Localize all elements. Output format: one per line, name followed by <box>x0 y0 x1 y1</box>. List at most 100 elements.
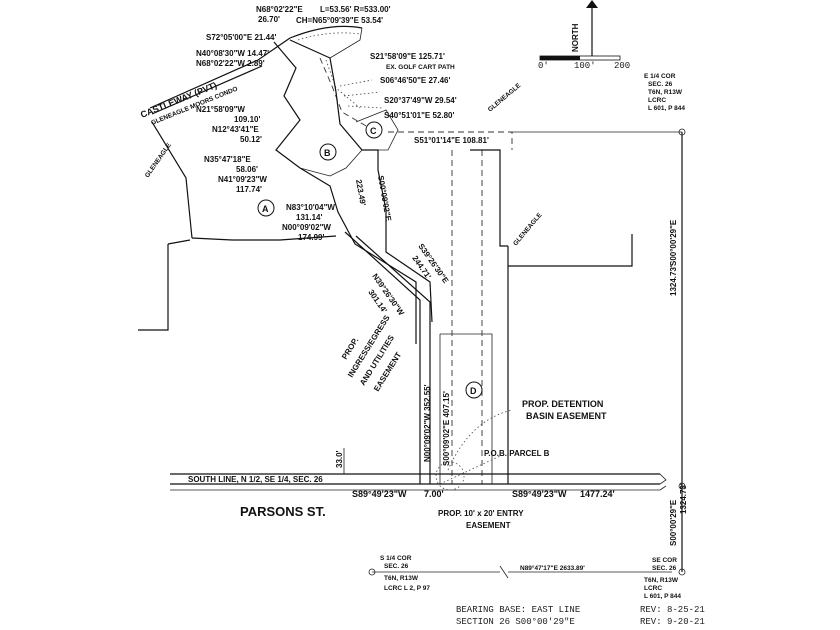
castleway-row-line-2 <box>151 65 263 115</box>
course-s00-dist: 223.49' <box>354 179 367 207</box>
detention-label-1: PROP. DETENTION <box>522 399 603 409</box>
course-s40: S40°51'01"E 52.80' <box>384 111 455 120</box>
castleway-row-line <box>149 37 291 109</box>
easement-west-line <box>344 231 421 484</box>
entry-label-2: EASEMENT <box>466 521 511 530</box>
rev-1: REV: 8-25-21 <box>640 605 705 615</box>
dim-33: 33.0' <box>335 450 344 468</box>
scale-tick-200: 200 <box>614 61 630 71</box>
s89-b-bearing: S89°49'23"W <box>512 489 567 499</box>
east-dist-1b: 1324.73' <box>669 265 678 296</box>
se-corner-marker <box>678 568 686 576</box>
south-line-label: SOUTH LINE, N 1/2, SE 1/4, SEC. 26 <box>188 475 323 484</box>
course-s21: S21°58'09"E 125.71' <box>370 52 445 61</box>
course-n00b: N00°09'02"W 352.55' <box>423 384 432 462</box>
parcel-a-tag: A <box>257 199 275 217</box>
s89-b-dist: 1477.24' <box>580 489 615 499</box>
course-n12-dist: 50.12' <box>240 135 262 144</box>
bearing-base-line-1: BEARING BASE: EAST LINE <box>456 605 580 615</box>
s14-corner-label: S 1/4 COR SEC. 26 T6N, R13W LCRC L 2, P … <box>380 555 430 592</box>
easement-centerline <box>355 235 431 484</box>
corner-text: T6N, R13W <box>648 89 683 96</box>
pob-label: P.O.B. PARCEL B <box>484 449 550 458</box>
lot-line-west <box>138 244 169 331</box>
course-s72: S72°05'00"E 21.44' <box>206 33 277 42</box>
parcel-c-tag: C <box>365 121 383 139</box>
curve-segment: 26.70' <box>258 15 280 24</box>
scale-tick-0: 0' <box>538 61 549 71</box>
course-n00-bearing: N00°09'02"W <box>282 223 331 232</box>
north-arrow: NORTH <box>571 0 598 56</box>
course-s20: S20°37'49"W 29.54' <box>384 96 457 105</box>
parcel-a-west-boundary <box>151 121 193 239</box>
corner-text: L 601, P 844 <box>644 593 681 600</box>
course-n00-dist: 174.99' <box>298 233 324 242</box>
s89-a-dist: 7.00' <box>424 489 444 499</box>
break-mark <box>659 473 667 491</box>
parcel-c-boundary <box>355 109 399 151</box>
entry-label-1: PROP. 10' x 20' ENTRY <box>438 509 524 518</box>
east-bearing-2: S00°00'29"E <box>669 499 678 546</box>
detention-arc <box>447 409 513 471</box>
detention-basin-box <box>440 333 493 484</box>
bearing-base-line-2: SECTION 26 S00°00'29"E <box>456 617 575 627</box>
curve-arc <box>289 25 363 39</box>
course-n21-dist: 109.10' <box>234 115 260 124</box>
gleneagle-east-boundary <box>470 149 508 247</box>
course-n83-bearing: N83°10'04"W <box>286 203 335 212</box>
course-n12-bearing: N12°43'41"E <box>212 125 259 134</box>
course-n41-bearing: N41°09'23"W <box>218 175 267 184</box>
golf-cart-path-label: EX. GOLF CART PATH <box>386 64 455 71</box>
scale-bar: 0' 100' 200 <box>538 55 630 71</box>
gleneagle-left-label: GLENEAGLE <box>144 141 173 179</box>
corner-text: E 1/4 COR <box>644 73 676 80</box>
corner-text: SEC. 26 <box>652 565 677 572</box>
east-bearing-1: S00°00'29"E <box>669 219 678 266</box>
corner-text: T6N, R13W <box>644 577 679 584</box>
parcel-a-south-boundary <box>191 235 337 241</box>
course-n21-bearing: N21°58'09"W <box>196 105 245 114</box>
course-n35-bearing: N35°47'18"E <box>204 155 251 164</box>
break-mark-2 <box>499 565 509 579</box>
rev-2: REV: 9-20-21 <box>640 617 705 627</box>
parcel-c-top <box>329 27 363 59</box>
curve-bearing: N68°02'22"E <box>256 5 303 14</box>
curve-chord <box>297 32 361 41</box>
course-s51: S51°01'14"E 108.81' <box>414 136 489 145</box>
course-n40: N40°08'30"W 14.47' <box>196 49 269 58</box>
parcel-d-letter: D <box>470 386 477 396</box>
s14-corner-marker <box>368 568 376 576</box>
north-label: NORTH <box>571 23 580 52</box>
bottom-bearing: N89°47'17"E 2633.89' <box>520 564 585 572</box>
curve-length-radius: L=53.56' R=533.00' <box>320 5 391 14</box>
s89-a-bearing: S89°49'23"W <box>352 489 407 499</box>
course-n41-dist: 117.74' <box>236 185 262 194</box>
corner-text: LCRC <box>648 97 666 104</box>
parcel-b-tag: B <box>319 143 337 161</box>
se-corner-label: SE COR SEC. 26 T6N, R13W LCRC L 601, P 8… <box>644 557 681 600</box>
parcel-a-letter: A <box>262 204 269 214</box>
corner-text: LCRC L 2, P 97 <box>384 585 430 592</box>
gleneagle-mid-label: GLENEAGLE <box>512 211 544 247</box>
east-dist-2: 1324.73' <box>679 483 688 514</box>
scale-tick-100: 100' <box>574 61 596 71</box>
hatch-lines <box>339 79 383 109</box>
curve-chord-label: CH=N65°09'39"E 53.54' <box>296 16 383 25</box>
course-n35-dist: 58.06' <box>236 165 258 174</box>
corner-text: LCRC <box>644 585 662 592</box>
corner-text: SEC. 26 <box>384 563 409 570</box>
se-corner-mark <box>678 482 686 490</box>
street-label: PARSONS ST. <box>240 504 326 519</box>
detention-label-2: BASIN EASEMENT <box>526 411 607 421</box>
parcel-b-letter: B <box>324 148 331 158</box>
e14-corner-marker <box>678 128 686 136</box>
detention-arc-2 <box>439 455 501 485</box>
pob-circle <box>435 461 465 491</box>
corner-text: S 1/4 COR <box>380 555 412 562</box>
parcel-c-letter: C <box>370 126 377 136</box>
corner-text: L 601, P 844 <box>648 105 685 112</box>
course-n83-dist: 131.14' <box>296 213 322 222</box>
course-s00c: S00°09'02"E 407.15' <box>442 391 451 466</box>
gleneagle-top-label: GLENEAGLE <box>487 82 523 114</box>
course-s06: S06°46'50"E 27.46' <box>380 76 451 85</box>
